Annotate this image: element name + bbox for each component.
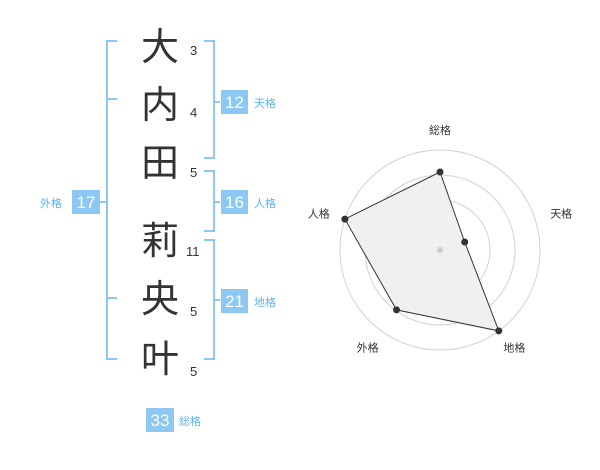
jinkaku-bracket	[204, 170, 220, 232]
stroke-count-3: 5	[190, 165, 197, 180]
chikaku-value: 21	[225, 292, 244, 311]
gaikaku-badge-box	[72, 190, 100, 214]
stroke-counts: 3 4 5 11 5 5	[186, 43, 200, 379]
radar-center-dot	[437, 247, 443, 253]
radar-axis-label-soukaku: 総格	[429, 123, 451, 137]
name-char-2: 内	[141, 83, 179, 127]
stroke-count-4: 11	[186, 244, 200, 259]
gaikaku-value: 17	[77, 193, 96, 212]
name-char-3: 田	[141, 141, 179, 185]
radar-point-3	[495, 327, 503, 335]
name-char-4: 莉	[141, 219, 179, 263]
stroke-count-6: 5	[190, 364, 197, 379]
jinkaku-badge: 16 人格	[221, 190, 276, 214]
stroke-count-2: 4	[190, 105, 197, 120]
brackets	[100, 40, 220, 360]
tenkaku-badge-box	[221, 90, 248, 114]
radar-ring-4	[339, 149, 541, 351]
stroke-count-5: 5	[190, 304, 197, 319]
radar-point-5	[341, 215, 349, 223]
chikaku-badge-box	[221, 289, 248, 313]
radar-axis-label-jinkaku: 人格	[308, 207, 330, 221]
gaikaku-bracket	[100, 40, 117, 360]
soukaku-badge-box	[146, 408, 174, 432]
name-characters: 大 内 田 莉 央 叶	[141, 25, 179, 381]
tenkaku-value: 12	[225, 93, 244, 112]
soukaku-label: 総格	[179, 414, 201, 428]
name-char-6: 叶	[141, 337, 179, 381]
chikaku-label: 地格	[254, 295, 276, 309]
radar-point-1	[436, 168, 444, 176]
chikaku-badge: 21 地格	[221, 289, 276, 313]
radar-point-4	[393, 306, 401, 314]
radar-axis-label-tenkaku: 天格	[550, 207, 572, 221]
tenkaku-bracket	[204, 40, 220, 159]
radar-axis-label-gaikaku: 外格	[357, 341, 379, 355]
stroke-count-1: 3	[190, 43, 197, 58]
gaikaku-badge: 外格 17	[40, 190, 100, 214]
name-char-5: 央	[141, 277, 179, 321]
tenkaku-badge: 12 天格	[221, 90, 276, 114]
soukaku-badge: 33 総格	[146, 408, 201, 432]
name-char-1: 大	[141, 25, 179, 69]
radar-point-2	[461, 238, 469, 246]
gaikaku-label: 外格	[40, 196, 62, 210]
jinkaku-value: 16	[225, 193, 244, 212]
radar-chart: 総格 天格 地格 外格 人格	[308, 123, 572, 355]
radar-axis-label-chikaku: 地格	[503, 341, 525, 355]
radar-points	[341, 168, 503, 335]
chikaku-bracket	[204, 239, 220, 360]
radar-data-area	[344, 171, 500, 332]
soukaku-value: 33	[151, 411, 170, 430]
jinkaku-badge-box	[221, 190, 248, 214]
jinkaku-label: 人格	[254, 196, 276, 210]
tenkaku-label: 天格	[254, 96, 276, 110]
